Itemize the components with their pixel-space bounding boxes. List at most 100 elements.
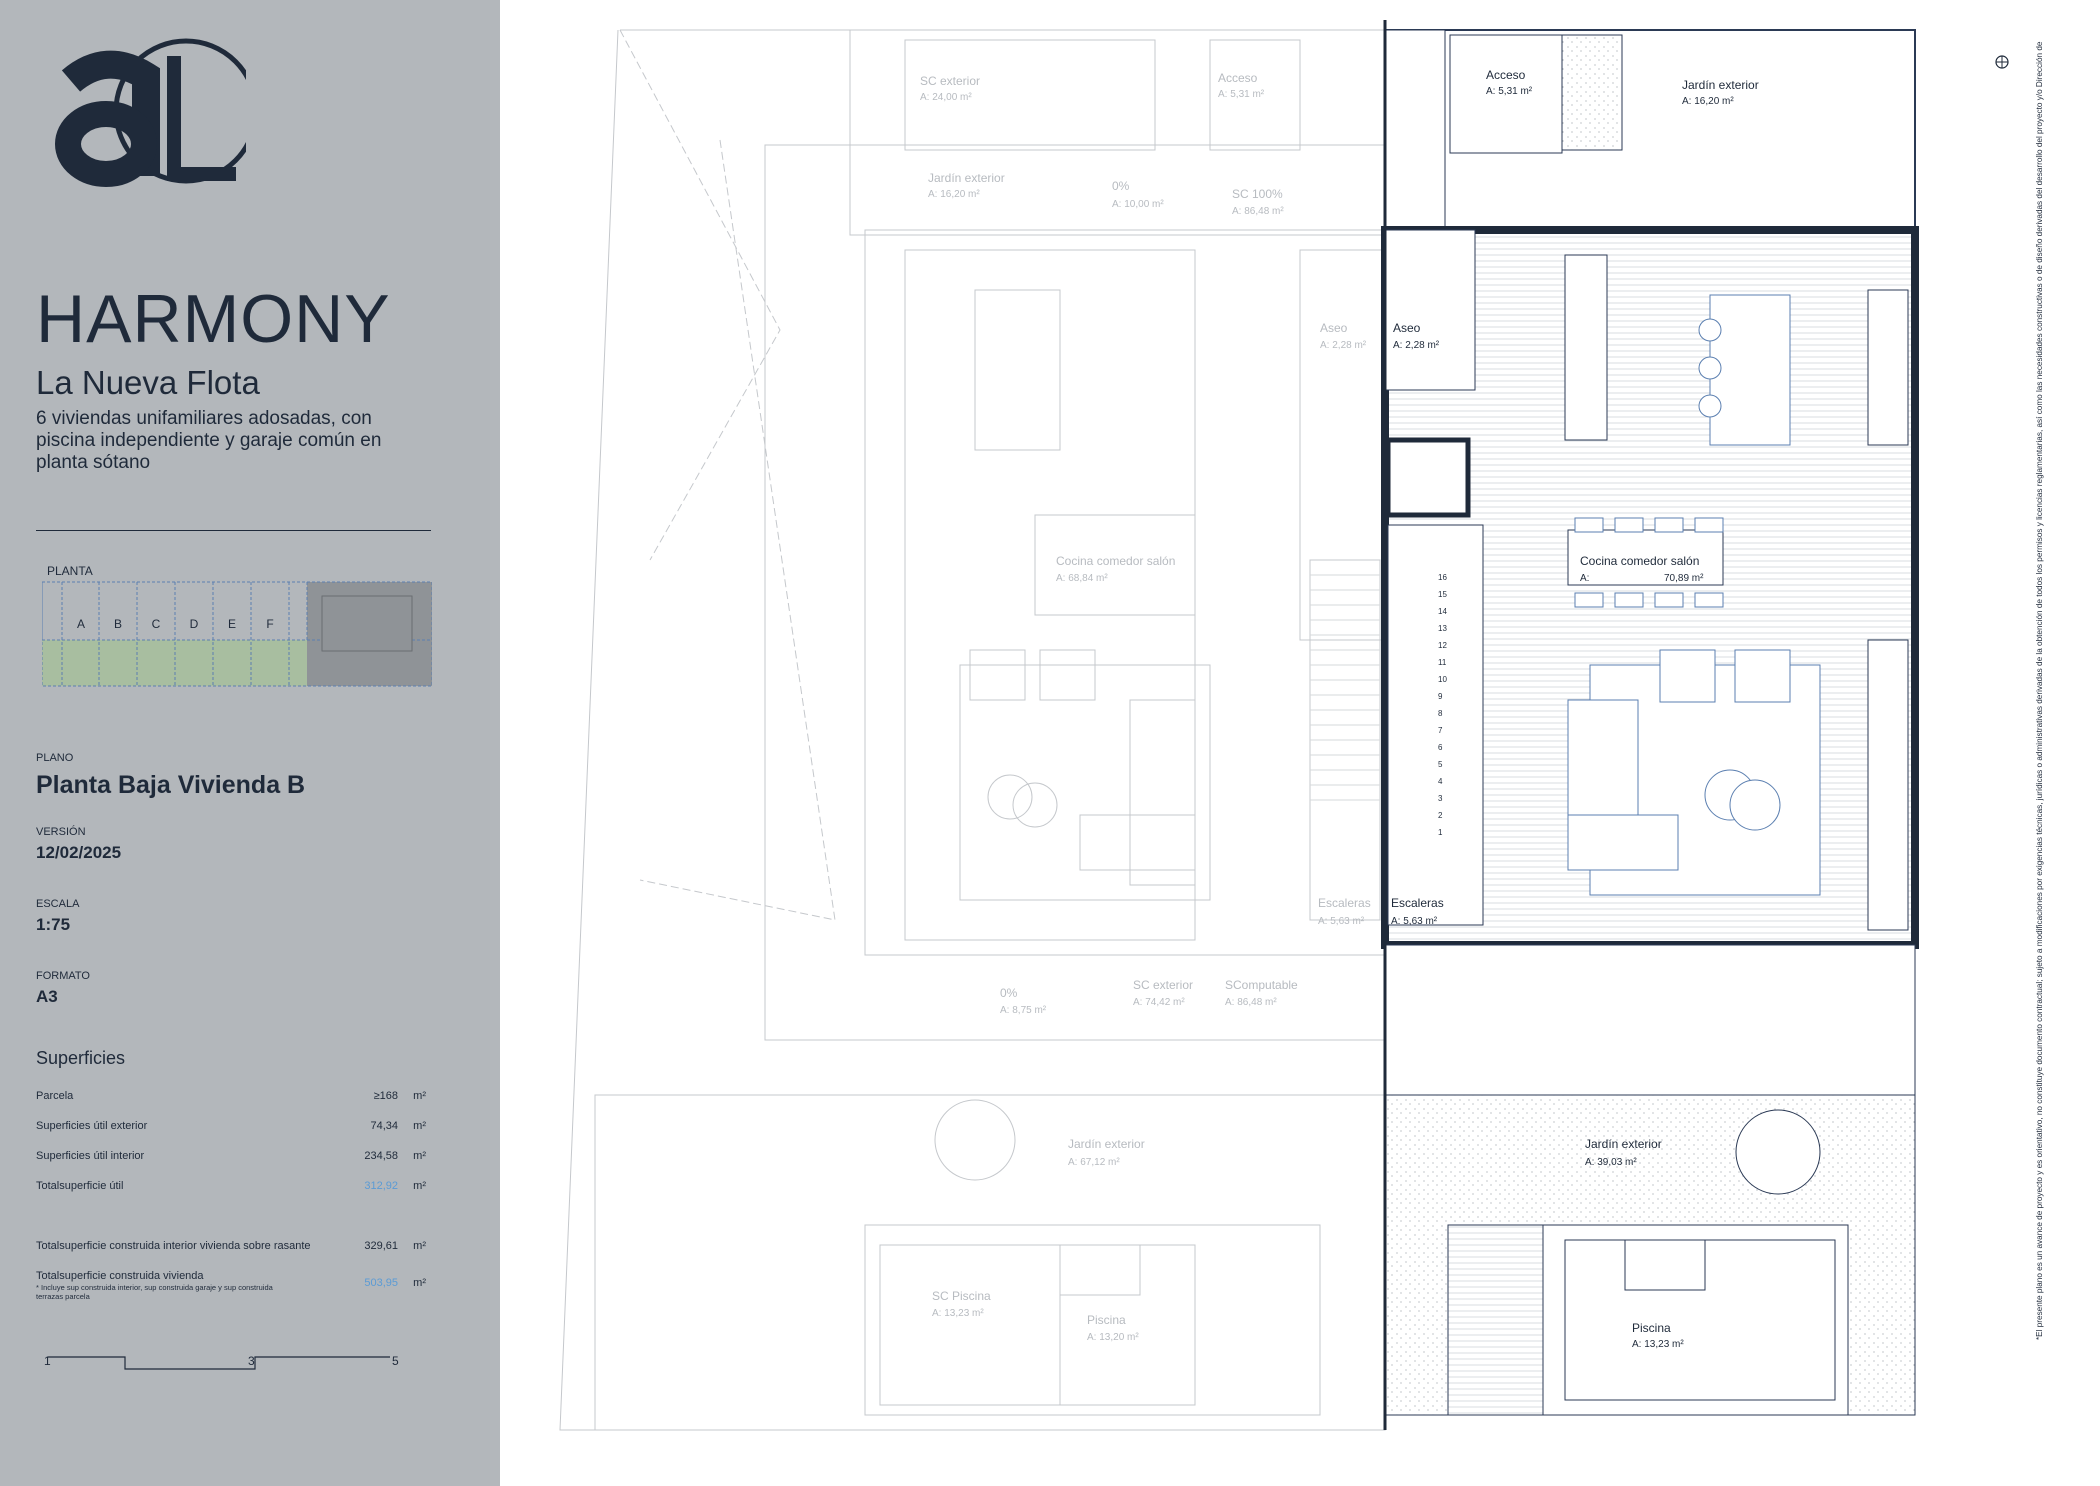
ghost-aseo-name: Aseo <box>1320 321 1348 335</box>
brand-logo <box>55 38 246 187</box>
room-acceso-area: A: 5,31 m² <box>1486 86 1533 97</box>
ghost-sc-exterior-b-name: SC exterior <box>1133 978 1193 992</box>
keyplan-unit-c: C <box>152 617 161 631</box>
ghost-0pct-b-area: A: 8,75 m² <box>1000 1005 1047 1016</box>
formato-label: FORMATO <box>36 970 90 982</box>
sup-unit: m² <box>413 1120 426 1132</box>
sup-row-total-util: Totalsuperficie útil 312,92 m² <box>36 1180 426 1198</box>
room-jardin-sur-name: Jardín exterior <box>1585 1137 1662 1151</box>
room-cocina-area: 70,89 m² <box>1664 573 1704 584</box>
room-cocina-name: Cocina comedor salón <box>1580 554 1699 568</box>
stair-numbers: 16 15 14 13 12 11 10 9 8 7 6 5 4 3 2 1 <box>1438 573 1447 837</box>
ghost-scomputable-name: SComputable <box>1225 978 1298 992</box>
ghost-sc-piscina-area: A: 13,23 m² <box>932 1308 984 1319</box>
keyplan-diagram: A B C D E F <box>42 581 432 687</box>
sup-label: Totalsuperficie construida interior vivi… <box>36 1240 311 1252</box>
stair-step-8: 8 <box>1438 709 1443 718</box>
sup-row-parcela: Parcela ≥168 m² <box>36 1090 426 1108</box>
stair-step-5: 5 <box>1438 760 1443 769</box>
stair-step-9: 9 <box>1438 692 1443 701</box>
room-piscina-area: A: 13,23 m² <box>1632 1339 1684 1350</box>
room-jardin-norte-area: A: 16,20 m² <box>1682 96 1734 107</box>
sup-value: 503,95 <box>364 1277 398 1289</box>
scale-label-3: 3 <box>248 1354 255 1368</box>
room-jardin-sur-area: A: 39,03 m² <box>1585 1157 1637 1168</box>
stair-step-12: 12 <box>1438 641 1447 650</box>
keyplan-unit-a: A <box>77 617 85 631</box>
ghost-sc-piscina-name: SC Piscina <box>932 1289 991 1303</box>
scale-label-1: 1 <box>44 1354 51 1368</box>
sup-row-util-interior: Superficies útil interior 234,58 m² <box>36 1150 426 1168</box>
sup-label: Totalsuperficie útil <box>36 1180 124 1192</box>
escala-label: ESCALA <box>36 898 80 910</box>
ghost-jardin-sur-area: A: 67,12 m² <box>1068 1157 1120 1168</box>
sup-label: Superficies útil interior <box>36 1150 145 1162</box>
stair-step-2: 2 <box>1438 811 1443 820</box>
stair-step-15: 15 <box>1438 590 1447 599</box>
sup-value: 234,58 <box>364 1150 398 1162</box>
stair-step-14: 14 <box>1438 607 1447 616</box>
floor-plan-drawing: 16 15 14 13 12 11 10 9 8 7 6 5 4 3 2 1 A… <box>559 20 1919 1431</box>
stair-step-11: 11 <box>1438 658 1447 667</box>
keyplan-unit-f: F <box>266 617 273 631</box>
ghost-aseo-area: A: 2,28 m² <box>1320 340 1367 351</box>
ghost-cocina-name: Cocina comedor salón <box>1056 554 1175 568</box>
stair-step-16: 16 <box>1438 573 1447 582</box>
ghost-jardin-norte-name: Jardín exterior <box>928 171 1005 185</box>
divider <box>36 530 431 531</box>
room-escaleras-area: A: 5,63 m² <box>1391 916 1438 927</box>
room-acceso-name: Acceso <box>1486 68 1526 82</box>
ghost-cocina-area: A: 68,84 m² <box>1056 573 1108 584</box>
version-value: 12/02/2025 <box>36 843 122 862</box>
stair-step-4: 4 <box>1438 777 1443 786</box>
project-subtitle: La Nueva Flota <box>36 364 260 401</box>
ghost-escaleras-area: A: 5,63 m² <box>1318 916 1365 927</box>
room-piscina-name: Piscina <box>1632 1321 1671 1335</box>
room-cocina-area-prefix: A: <box>1580 573 1589 584</box>
sup-value: 329,61 <box>364 1240 398 1252</box>
sup-unit: m² <box>413 1090 426 1102</box>
legal-disclaimer: *El presente plano es un avance de proye… <box>2035 40 2044 1340</box>
ghost-room-labels: SC exterior A: 24,00 m² Acceso A: 5,31 m… <box>920 71 1371 1343</box>
project-title: HARMONY <box>36 281 391 357</box>
sup-label: Parcela <box>36 1090 74 1102</box>
active-room-labels: Acceso A: 5,31 m² Jardín exterior A: 16,… <box>1391 68 1759 1350</box>
ghost-scomputable-area: A: 86,48 m² <box>1225 997 1277 1008</box>
ghost-0pct-area: A: 10,00 m² <box>1112 199 1164 210</box>
ghost-jardin-sur-name: Jardín exterior <box>1068 1137 1145 1151</box>
ghost-acceso-name: Acceso <box>1218 71 1258 85</box>
project-description: 6 viviendas unifamiliares adosadas, con … <box>36 408 382 473</box>
formato-value: A3 <box>36 987 58 1006</box>
neighbour-unit-ghost <box>559 29 1386 1431</box>
ghost-sc-exterior-name: SC exterior <box>920 74 980 88</box>
sup-footnote: * Incluye sup construida interior, sup c… <box>36 1283 273 1301</box>
stair-step-3: 3 <box>1438 794 1443 803</box>
room-aseo-area: A: 2,28 m² <box>1393 340 1440 351</box>
stair-step-10: 10 <box>1438 675 1447 684</box>
stair-step-6: 6 <box>1438 743 1443 752</box>
ghost-sc100-name: SC 100% <box>1232 187 1283 201</box>
stair-step-1: 1 <box>1438 828 1443 837</box>
scale-label-5: 5 <box>392 1354 399 1368</box>
room-jardin-norte-name: Jardín exterior <box>1682 78 1759 92</box>
ghost-piscina-name: Piscina <box>1087 1313 1126 1327</box>
keyplan-unit-b: B <box>114 617 122 631</box>
sup-unit: m² <box>413 1150 426 1162</box>
superficies-title: Superficies <box>36 1048 126 1068</box>
sup-label: Totalsuperficie construida vivienda <box>36 1270 204 1282</box>
keyplan-unit-e: E <box>228 617 236 631</box>
ghost-piscina-area: A: 13,20 m² <box>1087 1332 1139 1343</box>
sup-value: 312,92 <box>364 1180 398 1192</box>
room-escaleras-name: Escaleras <box>1391 896 1444 910</box>
stair-step-13: 13 <box>1438 624 1447 633</box>
version-label: VERSIÓN <box>36 826 86 838</box>
keyplan-label: PLANTA <box>47 564 93 578</box>
sup-value: ≥168 <box>373 1090 398 1102</box>
plano-label: PLANO <box>36 752 74 764</box>
sup-row-util-exterior: Superficies útil exterior 74,34 m² <box>36 1120 426 1138</box>
ghost-0pct-name: 0% <box>1112 179 1130 193</box>
ghost-sc100-area: A: 86,48 m² <box>1232 206 1284 217</box>
room-aseo-name: Aseo <box>1393 321 1421 335</box>
compass-icon <box>1995 55 2009 69</box>
sup-unit: m² <box>413 1180 426 1192</box>
